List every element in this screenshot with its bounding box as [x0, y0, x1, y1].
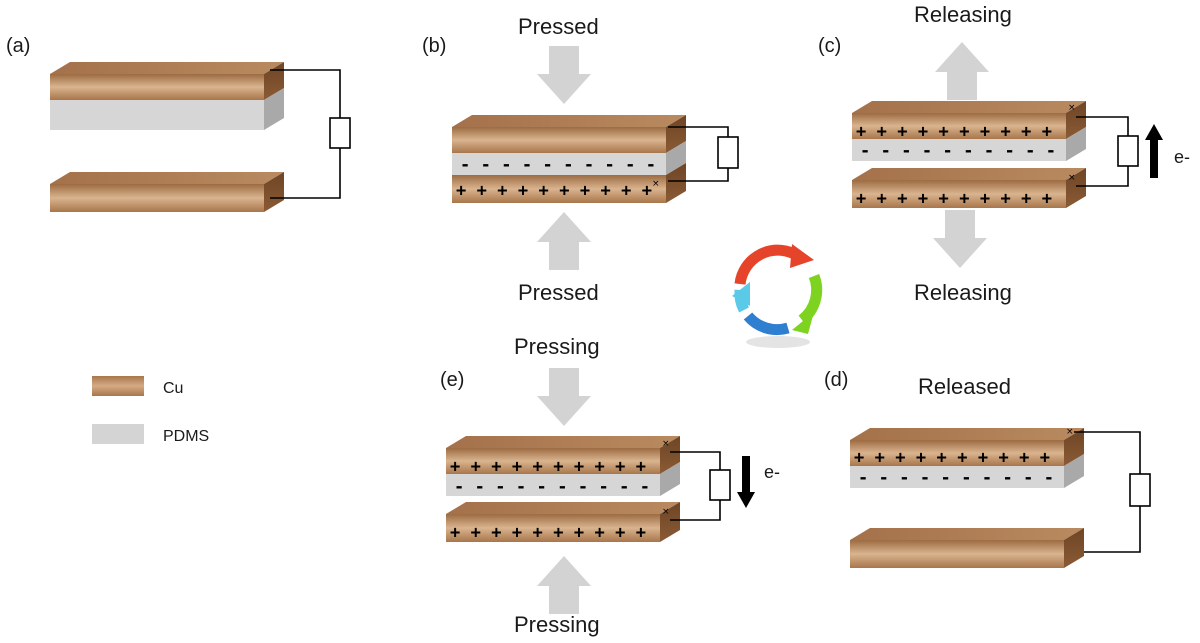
panel-d-top-text: Released: [918, 374, 1011, 399]
panel-a-circuit: [270, 69, 351, 199]
panel-c-edge-mark-top: ×: [1068, 103, 1076, 113]
panel-c-top-charges: + + + + + + + + + +: [856, 122, 1052, 142]
legend-cu-swatch: [92, 376, 144, 396]
panel-c-circuit: [1076, 116, 1139, 187]
panel-c-bottom-charges: + + + + + + + + + +: [856, 189, 1052, 209]
panel-b-circuit: [668, 126, 739, 182]
panel-c-release-arrow-down: [933, 210, 987, 268]
panel-e: (e) Pressing + + + + + + + + + + - - - -…: [440, 334, 780, 637]
panel-d-top-charges: + + + + + + + + + +: [854, 448, 1050, 468]
panel-e-top-charges: + + + + + + + + + +: [450, 457, 646, 477]
panel-c-top-text: Releasing: [914, 2, 1012, 27]
legend-pdms-label: PDMS: [163, 428, 209, 445]
resistor-icon: [709, 469, 731, 501]
panel-e-electron-arrow-down-icon: [737, 456, 755, 508]
cycle-arrows-icon: [732, 244, 823, 348]
panel-b-press-arrow-down: [537, 46, 591, 104]
panel-e-label: (e): [440, 369, 464, 391]
panel-a-bottom-electrode: [50, 172, 284, 212]
panel-b-press-arrow-up: [537, 212, 591, 270]
panel-b-label: (b): [422, 35, 446, 57]
panel-b-bottom-charges: + + + + + + + + + +: [456, 181, 652, 201]
panel-e-edge-mark-bottom: ×: [662, 507, 670, 517]
panel-e-press-arrow-up: [537, 556, 591, 614]
panel-b-bottom-electrode: [452, 163, 686, 203]
panel-e-press-arrow-down: [537, 368, 591, 426]
panel-d: (d) Released + + + + + + + + + + - - - -…: [824, 369, 1151, 568]
panel-d-edge-mark: ×: [1066, 427, 1074, 437]
legend-pdms-swatch: [92, 424, 144, 444]
resistor-icon: [1117, 135, 1139, 167]
panel-c-bottom-text: Releasing: [914, 280, 1012, 305]
panel-d-label: (d): [824, 369, 848, 391]
panel-e-top-text: Pressing: [514, 334, 600, 359]
panel-b-edge-mark: ×: [652, 179, 660, 189]
resistor-icon: [329, 117, 351, 149]
resistor-icon: [1129, 473, 1151, 507]
panel-b-top-text: Pressed: [518, 14, 599, 39]
panel-c-electron-label: e-: [1174, 147, 1190, 167]
panel-e-edge-mark-top: ×: [662, 439, 670, 449]
panel-a-top-electrode: [50, 62, 284, 100]
resistor-icon: [717, 136, 739, 169]
panel-e-bottom-text: Pressing: [514, 612, 600, 637]
panel-d-pdms-charges: - - - - - - - - - -: [858, 468, 1054, 488]
panel-c-label: (c): [818, 35, 841, 57]
panel-c: (c) Releasing + + + + + + + + + + - - - …: [818, 2, 1190, 305]
panel-c-release-arrow-up: [935, 42, 989, 100]
panel-e-bottom-charges: + + + + + + + + + +: [450, 523, 646, 543]
panel-a-label: (a): [6, 35, 30, 57]
panel-b-pdms-charges: - - - - - - - - - -: [460, 155, 656, 175]
panel-b: (b) Pressed - - - - - - - - - - + + + + …: [422, 14, 739, 305]
panel-d-bottom-electrode: [850, 528, 1084, 568]
panel-b-bottom-text: Pressed: [518, 280, 599, 305]
panel-c-electron-arrow-up-icon: [1145, 124, 1163, 178]
panel-b-top-electrode: [452, 115, 686, 153]
panel-a: (a): [6, 35, 351, 212]
panel-c-pdms-charges: - - - - - - - - - -: [860, 141, 1056, 161]
panel-e-electron-label: e-: [764, 462, 780, 482]
panel-a-pdms-layer: [50, 88, 284, 130]
panel-e-circuit: [670, 451, 731, 521]
panel-d-circuit: [1074, 431, 1151, 553]
panel-c-edge-mark-bottom: ×: [1068, 173, 1076, 183]
legend: Cu PDMS: [92, 376, 209, 445]
panel-e-pdms-charges: - - - - - - - - - -: [454, 477, 650, 497]
legend-cu-label: Cu: [163, 380, 183, 397]
